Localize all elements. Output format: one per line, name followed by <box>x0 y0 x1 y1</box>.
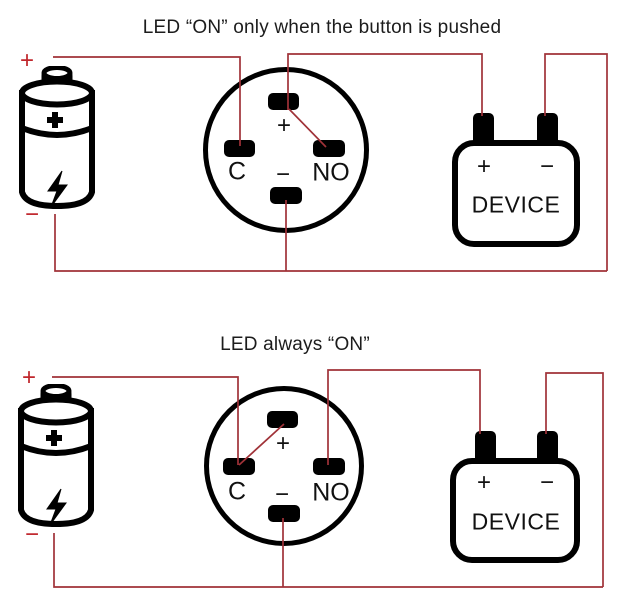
device-terminal-minus <box>537 431 558 461</box>
switch-terminal-led-plus <box>268 93 299 110</box>
device-terminal-plus <box>475 431 496 461</box>
device-minus-label: − <box>539 469 555 496</box>
battery-top-rim <box>18 396 94 426</box>
switch-terminal-common <box>224 140 255 157</box>
device-plus-label: + <box>476 469 492 496</box>
switch-terminal-led-minus <box>268 505 300 522</box>
battery-cap-top <box>40 384 72 399</box>
switch-no-label: NO <box>312 478 350 507</box>
switch-terminal-common <box>223 458 255 475</box>
switch-terminal-no <box>313 458 345 475</box>
device-terminal-plus <box>473 113 494 143</box>
diagram2-title: LED always “ON” <box>220 334 370 355</box>
switch-plus-label: + <box>276 112 292 139</box>
battery-top-rim <box>19 78 95 108</box>
battery-cap-top <box>41 66 73 81</box>
switch-minus-label: − <box>275 161 291 188</box>
switch-terminal-led-plus <box>267 411 298 428</box>
device-terminal-minus <box>537 113 558 143</box>
switch-no-label: NO <box>312 158 350 187</box>
battery-plus-label: + <box>19 47 35 74</box>
battery-minus-label: − <box>24 521 40 548</box>
lightning-bolt-icon <box>47 170 68 208</box>
switch-common-label: C <box>227 157 247 186</box>
device-name-label: DEVICE <box>471 508 561 535</box>
switch-plus-label: + <box>275 430 291 457</box>
switch-terminal-led-minus <box>270 187 302 204</box>
device-name-label: DEVICE <box>471 191 561 218</box>
switch-terminal-no <box>313 140 345 157</box>
switch-minus-label: − <box>274 481 290 508</box>
lightning-bolt-icon <box>46 488 67 526</box>
battery-icon <box>19 66 95 210</box>
battery-minus-label: − <box>24 201 40 228</box>
diagram1-title: LED “ON” only when the button is pushed <box>142 17 502 38</box>
battery-icon <box>18 384 94 528</box>
switch-common-label: C <box>227 477 247 506</box>
device-minus-label: − <box>539 153 555 180</box>
battery-plus-label: + <box>21 364 37 391</box>
device-plus-label: + <box>476 153 492 180</box>
